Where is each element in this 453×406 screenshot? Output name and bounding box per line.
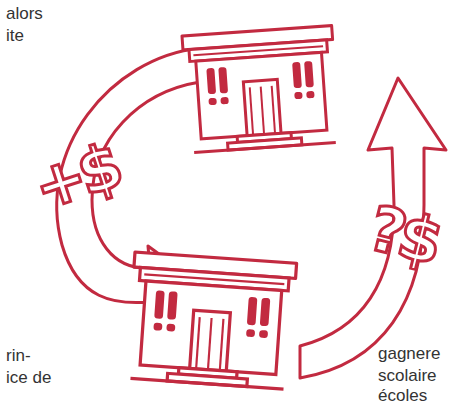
money-symbol: +$ <box>26 134 125 221</box>
body-text-fragment: ite <box>6 26 24 46</box>
body-text-fragment: ice de <box>6 368 51 388</box>
money-symbol: ?$ <box>363 196 444 274</box>
body-text-fragment: écoles <box>378 386 427 406</box>
body-text-fragment: gagnere <box>378 344 440 364</box>
body-text-fragment: rin- <box>6 346 31 366</box>
body-text-fragment: alors <box>6 4 43 24</box>
school-building <box>182 26 340 153</box>
school-building <box>126 252 296 389</box>
body-text-fragment: scolaire <box>378 366 437 386</box>
